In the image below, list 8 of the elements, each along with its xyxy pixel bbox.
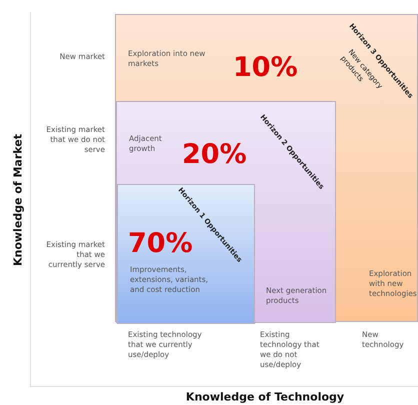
horizon-region: [115, 14, 418, 322]
percentage-value: 10%: [233, 53, 298, 83]
horizon-region: [116, 101, 336, 323]
horizon-region: [117, 184, 255, 324]
percentage-value: 20%: [182, 140, 247, 170]
axis-title: Knowledge of Market: [12, 134, 24, 266]
axis-title: Knowledge of Technology: [186, 390, 344, 404]
percentage-value: 70%: [128, 229, 193, 259]
